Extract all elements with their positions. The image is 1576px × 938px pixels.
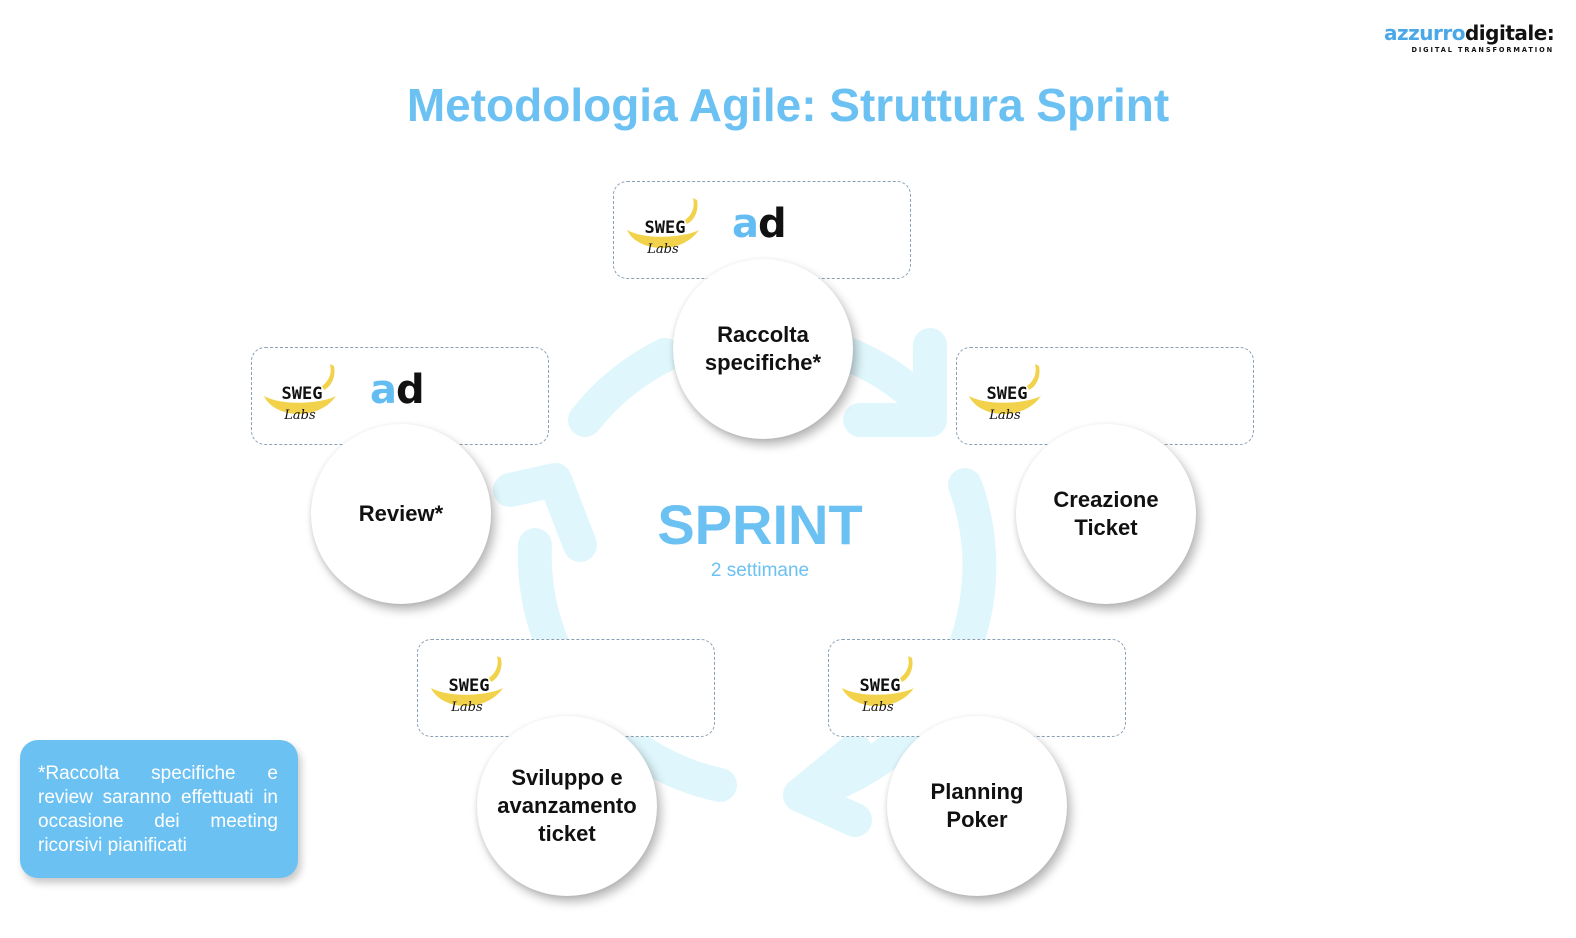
svg-text:SWEG: SWEG xyxy=(987,384,1028,404)
svg-text:Labs: Labs xyxy=(450,700,483,715)
brand-tagline: DIGITAL TRANSFORMATION xyxy=(1411,46,1554,54)
ad-logo: ad xyxy=(732,201,787,247)
ad-logo: ad xyxy=(370,367,425,413)
cycle-arc-top-left xyxy=(568,338,682,437)
svg-text:SWEG: SWEG xyxy=(645,218,686,238)
sweg-labs-logo: SWEG Labs xyxy=(969,364,1041,423)
sprint-duration: 2 settimane xyxy=(710,560,810,581)
sweg-labs-logo: SWEG Labs xyxy=(627,198,699,257)
svg-text:SWEG: SWEG xyxy=(449,676,490,696)
cycle-arc-top-right xyxy=(833,338,937,417)
sweg-labs-logo: SWEG Labs xyxy=(842,656,914,715)
footnote-box: *Raccolta specifiche e review saranno ef… xyxy=(20,740,298,878)
arrow-head-left xyxy=(493,463,597,562)
azzurro-digitale-logo: azzurrodigitale: DIGITAL TRANSFORMATION xyxy=(1384,21,1555,54)
svg-text:Labs: Labs xyxy=(861,700,894,715)
sweg-labs-logo: SWEG Labs xyxy=(264,364,336,423)
svg-text:Labs: Labs xyxy=(988,408,1021,423)
arrow-head-top-right xyxy=(843,328,947,437)
svg-text:Labs: Labs xyxy=(646,242,679,257)
arrow-head-bottom xyxy=(783,733,872,837)
svg-text:SWEG: SWEG xyxy=(282,384,323,404)
svg-text:SWEG: SWEG xyxy=(860,676,901,696)
svg-text:Labs: Labs xyxy=(283,408,316,423)
slide-title: Metodologia Agile: Struttura Sprint xyxy=(406,79,1170,131)
step-review: Review* xyxy=(311,424,491,604)
sweg-labs-logo: SWEG Labs xyxy=(431,656,503,715)
sprint-label: SPRINT xyxy=(657,493,863,556)
